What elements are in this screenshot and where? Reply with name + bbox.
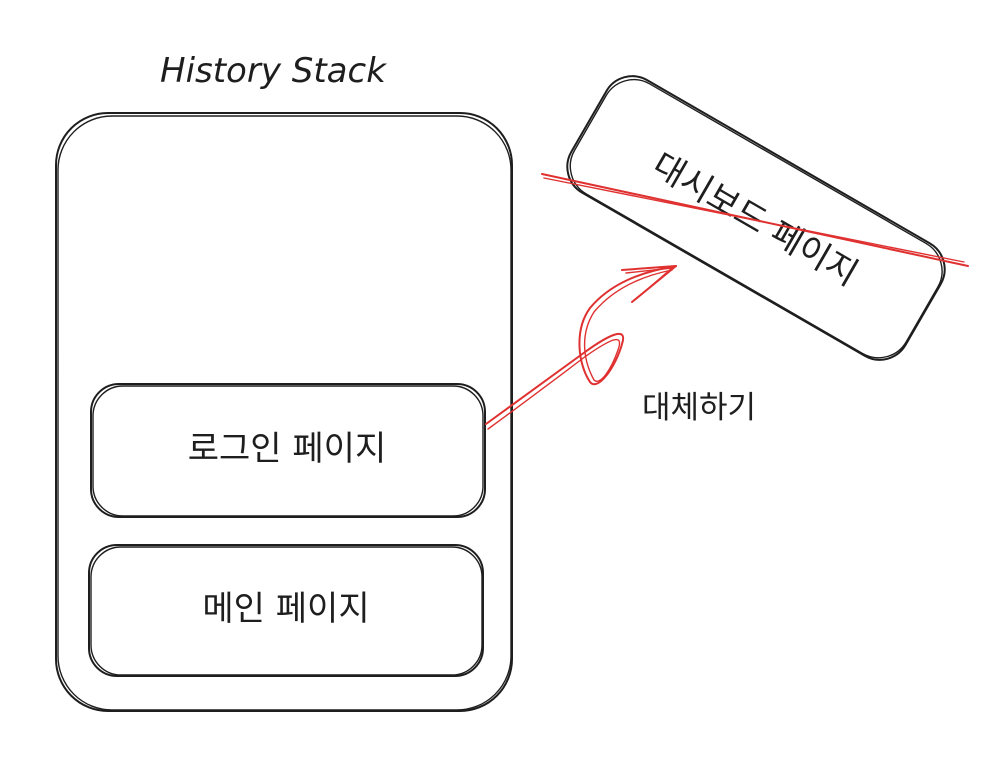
stack-item-label: 메인 페이지 bbox=[202, 589, 369, 629]
stack-item-login-page: 로그인 페이지 bbox=[90, 383, 486, 518]
stack-title: History Stack bbox=[160, 51, 387, 91]
strikethrough-line bbox=[541, 173, 969, 267]
stack-item-label: 로그인 페이지 bbox=[188, 429, 387, 469]
arrow-label: 대체하기 bbox=[642, 390, 756, 426]
replaced-item-dashboard-page: 대시보드 페이지 bbox=[566, 75, 946, 361]
stack-item-main-page: 메인 페이지 bbox=[88, 544, 484, 677]
replace-arrow bbox=[485, 265, 677, 430]
